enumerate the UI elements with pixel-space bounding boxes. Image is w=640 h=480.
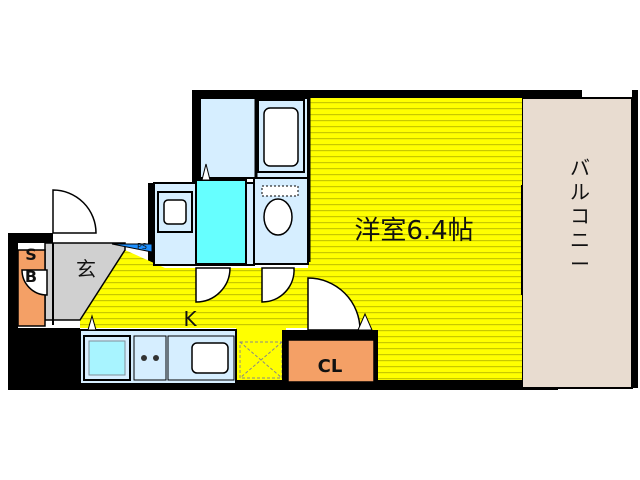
door-swings — [21, 189, 361, 331]
door-markers — [87, 312, 373, 331]
balcony — [521, 90, 638, 389]
toilet-door — [261, 267, 295, 303]
kitchen-area — [80, 250, 308, 380]
western-room-label: 洋室6.4帖 — [354, 216, 473, 246]
shoebox-door — [21, 269, 48, 296]
bathroom — [199, 97, 309, 179]
closet — [282, 330, 378, 384]
room-door — [307, 277, 361, 331]
pipe-space — [111, 243, 153, 253]
kitchen-label: K — [183, 307, 197, 331]
toilet-room — [253, 177, 309, 265]
entrance-label: 玄 — [76, 257, 96, 281]
washroom-door — [195, 267, 231, 303]
balcony-text: バルコニー — [570, 156, 590, 276]
kitchen-counter — [79, 329, 237, 385]
closet-label: CL — [318, 356, 343, 377]
balcony-label: バルコニー — [570, 156, 590, 276]
pipe-space-label: PS — [137, 242, 147, 251]
entrance-door — [52, 189, 97, 234]
svg-text:SB: SB — [25, 245, 37, 286]
washroom — [153, 163, 255, 266]
